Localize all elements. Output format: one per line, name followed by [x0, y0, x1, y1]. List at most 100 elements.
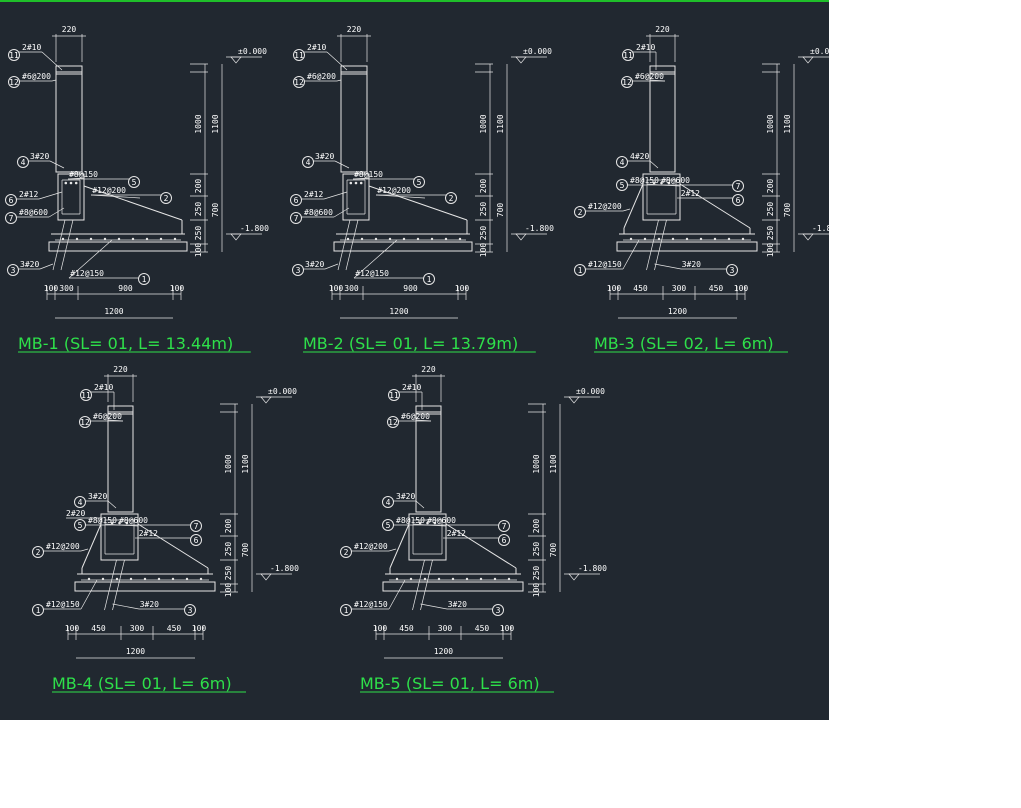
rebar-mark-circle [293, 76, 305, 88]
height-250-label: 250 [194, 202, 203, 217]
dowel-bar [654, 219, 667, 271]
rebar-dot [360, 237, 364, 241]
rebar-spec-label: #8@150 [396, 516, 425, 525]
rebar-spec-label: 2#10 [402, 383, 421, 392]
height-250-label: 250 [766, 226, 775, 241]
rebar-mark-circle [423, 273, 435, 285]
height-200-label: 200 [766, 179, 775, 194]
height-1100-label: 1100 [549, 454, 558, 473]
bottom-dim-label: 100 [734, 284, 749, 293]
wall-cap [55, 65, 83, 75]
rebar-mark-number: 4 [21, 158, 26, 167]
rebar-dot [131, 237, 135, 241]
rebar-spec-label: #12@200 [92, 186, 126, 195]
bottom-dim-label: 100 [455, 284, 470, 293]
leader-line [107, 500, 117, 509]
rebar-mark-circle [413, 176, 425, 188]
rebar-mark-circle [388, 389, 400, 401]
elevation-bottom-label: -1.800 [240, 224, 269, 233]
rebar-spec-label: 2#10 [307, 43, 326, 52]
rebar-dot [667, 181, 671, 185]
rebar-dot [118, 521, 121, 525]
rebar-mark-number: 7 [9, 214, 14, 223]
rebar-mark-circle [32, 604, 44, 616]
rebar-mark-circle [726, 264, 738, 276]
dowel-bar [52, 219, 66, 271]
height-1000-label: 1000 [766, 114, 775, 133]
rebar-dot [652, 181, 656, 185]
height-250-label: 250 [224, 566, 233, 581]
rebar-mark-number: 7 [502, 522, 507, 531]
leader-line [425, 524, 447, 527]
rebar-mark-number: 2 [449, 194, 454, 203]
leader-line [324, 263, 339, 270]
rebar-spec-label: 3#20 [315, 152, 334, 161]
rebar-mark-circle [445, 192, 457, 204]
rebar-mark-circle [290, 212, 302, 224]
rebar-mark-circle [74, 496, 86, 508]
rebar-mark-circle [382, 496, 394, 508]
wall-cap [340, 65, 368, 75]
rebar-spec-label: #6@200 [401, 412, 430, 421]
wall-hatch [649, 71, 676, 173]
total-width-label: 1200 [389, 307, 408, 316]
height-250-label: 250 [532, 542, 541, 557]
rebar-mark-number: 5 [417, 178, 422, 187]
leader-line [336, 79, 342, 82]
rebar-mark-number: 12 [622, 78, 632, 87]
rebar-mark-number: 6 [502, 536, 507, 545]
leader-line [334, 160, 350, 169]
rebar-mark-circle [574, 264, 586, 276]
elevation-bottom-label: -1.800 [525, 224, 554, 233]
height-250-label: 250 [224, 542, 233, 557]
rebar-mark-circle [340, 546, 352, 558]
leader-line [326, 51, 348, 71]
rebar-spec-label: #8@600 [119, 516, 148, 525]
rebar-spec-label: #8@600 [427, 516, 456, 525]
rebar-mark-number: 2 [344, 548, 349, 557]
bottom-dim-label: 100 [192, 624, 207, 633]
elevation-marker-icon [802, 233, 814, 241]
bottom-dim-label: 900 [118, 284, 133, 293]
height-1000-label: 1000 [479, 114, 488, 133]
rebar-mark-circle [302, 156, 314, 168]
rebar-spec-label: #8@600 [19, 208, 48, 217]
tie-beam [408, 513, 447, 561]
rebar-dot [418, 521, 422, 525]
rebar-dot [64, 181, 68, 185]
elevation-marker-icon [230, 56, 242, 64]
rebar-dot [159, 237, 163, 241]
wall-width-label: 220 [113, 365, 128, 374]
rebar-mark-circle [498, 520, 510, 532]
detail-title: MB-5 (SL= 01, L= 6m) [360, 674, 540, 693]
rebar-mark-number: 4 [78, 498, 83, 507]
leader-line [323, 191, 348, 200]
elevation-marker-icon [802, 56, 814, 64]
height-100-label: 100 [766, 243, 775, 258]
rebar-dot [75, 237, 79, 241]
rebar-dot [185, 577, 189, 581]
rebar-dot [374, 237, 378, 241]
height-200-label: 200 [532, 519, 541, 534]
elevation-marker-icon [568, 396, 580, 404]
tie-beam [57, 173, 85, 221]
leader-line [352, 177, 370, 180]
rebar-mark-number: 12 [9, 78, 19, 87]
height-1100-label: 1100 [211, 114, 220, 133]
leader-line [415, 500, 425, 509]
rebar-dot [61, 237, 65, 241]
rebar-spec-label: 2#12 [139, 529, 158, 538]
rebar-dot [69, 181, 73, 185]
height-200-label: 200 [224, 519, 233, 534]
rebar-dot [199, 577, 203, 581]
rebar-dot [110, 521, 114, 525]
rebar-spec-label: 3#20 [396, 492, 415, 501]
rebar-dot [354, 181, 358, 185]
height-100-label: 100 [194, 243, 203, 258]
rebar-mark-circle [190, 534, 202, 546]
rebar-dot [437, 577, 441, 581]
rebar-mark-number: 6 [194, 536, 199, 545]
rebar-spec-label: 3#20 [140, 600, 159, 609]
rebar-mark-number: 3 [730, 266, 735, 275]
